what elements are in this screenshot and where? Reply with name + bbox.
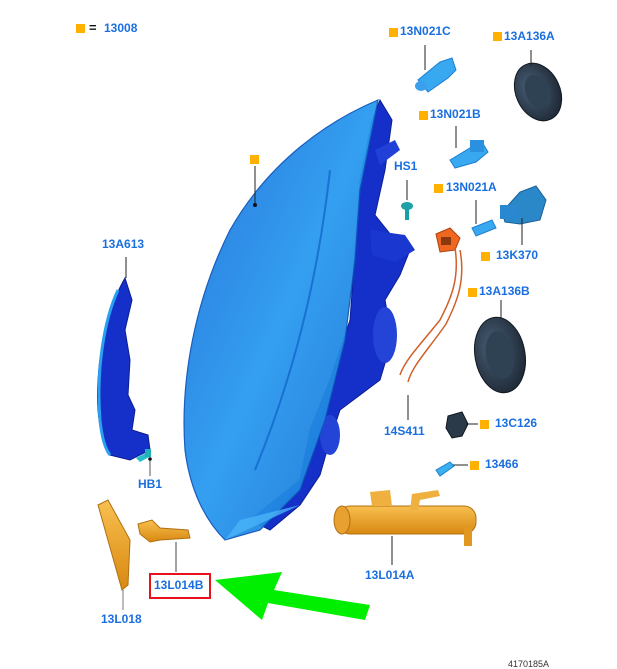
marker-icon [419, 111, 428, 120]
part-13A136A-graphic [513, 62, 563, 122]
marker-icon [389, 28, 398, 37]
label-13L014A[interactable]: 13L014A [365, 568, 415, 582]
part-13A136B-graphic [474, 316, 526, 394]
marker-icon [493, 32, 502, 41]
marker-icon [480, 420, 489, 429]
marker-icon [481, 252, 490, 261]
part-13L014A-graphic [333, 490, 477, 546]
part-13466-graphic [435, 461, 455, 477]
headlamp-marker-icon [250, 155, 259, 164]
figure-reference: 4170185A [508, 659, 550, 669]
label-13A136A[interactable]: 13A136A [504, 29, 555, 43]
part-HB1-graphic [136, 449, 151, 462]
part-13N021A-graphic [471, 219, 497, 237]
part-13C126-graphic [445, 411, 469, 439]
label-13L018[interactable]: 13L018 [101, 612, 142, 626]
highlight-box [149, 573, 211, 599]
headlamp-housing [249, 98, 415, 531]
legend-code: 13008 [104, 21, 138, 35]
label-13A613[interactable]: 13A613 [102, 237, 145, 251]
headlamp-lens [183, 99, 379, 541]
part-13L014B-graphic [137, 519, 191, 543]
label-13N021C[interactable]: 13N021C [400, 24, 451, 38]
marker-icon [470, 461, 479, 470]
label-13N021B[interactable]: 13N021B [430, 107, 481, 121]
label-HB1[interactable]: HB1 [138, 477, 163, 491]
part-13N021B-graphic [449, 140, 489, 169]
label-13L014B[interactable]: 13L014B [154, 578, 204, 592]
label-HS1[interactable]: HS1 [394, 159, 418, 173]
part-HS1-graphic [401, 202, 413, 220]
marker-icon [434, 184, 443, 193]
pointer-arrow [215, 572, 370, 620]
label-14S411[interactable]: 14S411 [384, 424, 425, 438]
part-13L018-graphic [97, 499, 131, 591]
part-14S411-graphic [399, 227, 463, 383]
marker-icon [468, 288, 477, 297]
part-13A613-graphic [97, 276, 151, 461]
legend-equals: = [89, 20, 97, 35]
label-13466[interactable]: 13466 [485, 457, 519, 471]
label-13N021A[interactable]: 13N021A [446, 180, 497, 194]
label-13C126[interactable]: 13C126 [495, 416, 538, 430]
part-13N021C-graphic [415, 57, 457, 93]
legend-marker-icon [76, 24, 85, 33]
label-13K370[interactable]: 13K370 [496, 248, 539, 262]
label-13A136B[interactable]: 13A136B [479, 284, 530, 298]
part-13K370-graphic [500, 185, 547, 225]
